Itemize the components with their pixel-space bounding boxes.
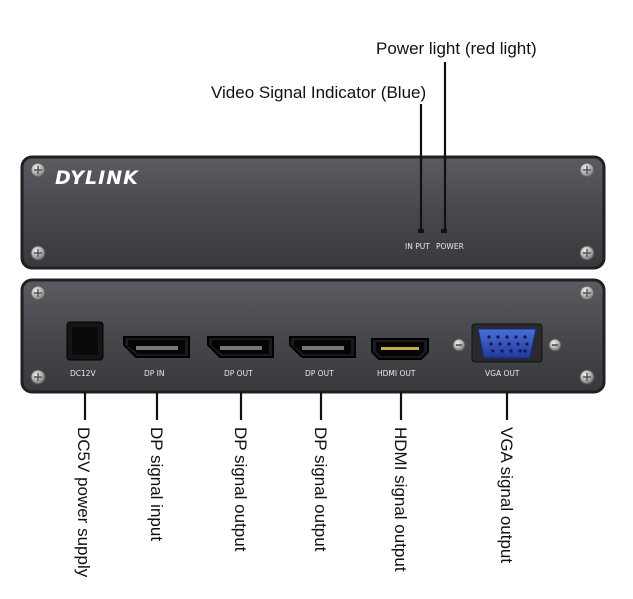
hdmi-out-callout: HDMI signal output [391, 427, 410, 572]
screw-icon [579, 369, 595, 385]
screw-icon [30, 285, 46, 301]
dp-out-1-callout: DP signal output [231, 427, 250, 552]
dc-callout: DC5V power supply [74, 427, 93, 578]
video-signal-callout: Video Signal Indicator (Blue) [211, 83, 426, 102]
screw-icon [579, 162, 595, 178]
dp-out-port-1 [207, 336, 274, 358]
screw-icon [30, 245, 46, 261]
vga-out-port [452, 323, 562, 363]
power-light-callout: Power light (red light) [376, 39, 537, 58]
dc-jack-port [66, 321, 104, 361]
screw-icon [579, 245, 595, 261]
video-signal-led [418, 229, 424, 233]
power-led-label: POWER [436, 242, 464, 251]
dp-out-1-port-label: DP OUT [224, 369, 253, 378]
dp-in-callout: DP signal input [147, 427, 166, 541]
hdmi-out-port-label: HDMI OUT [377, 369, 416, 378]
screw-icon [30, 369, 46, 385]
vga-out-callout: VGA signal output [497, 427, 516, 563]
dp-in-port-label: DP IN [144, 369, 165, 378]
vga-out-port-label: VGA OUT [485, 369, 520, 378]
power-led [441, 229, 447, 233]
input-led-label: IN PUT [405, 242, 430, 251]
dp-out-2-callout: DP signal output [311, 427, 330, 552]
rear-panel: DC12V DP IN DP OUT DP OUT HDMI OUT VGA O… [20, 278, 606, 394]
screw-icon [579, 285, 595, 301]
vga-screw-left-icon [452, 338, 466, 352]
front-panel: DYLINK IN PUT POWER [20, 155, 606, 270]
brand-logo: DYLINK [55, 167, 139, 189]
screw-icon [30, 162, 46, 178]
hdmi-out-port [371, 338, 429, 360]
dp-out-2-port-label: DP OUT [305, 369, 334, 378]
dp-out-port-2 [289, 336, 356, 358]
vga-screw-right-icon [548, 338, 562, 352]
dp-in-port [123, 336, 190, 358]
dc-port-label: DC12V [70, 369, 97, 378]
